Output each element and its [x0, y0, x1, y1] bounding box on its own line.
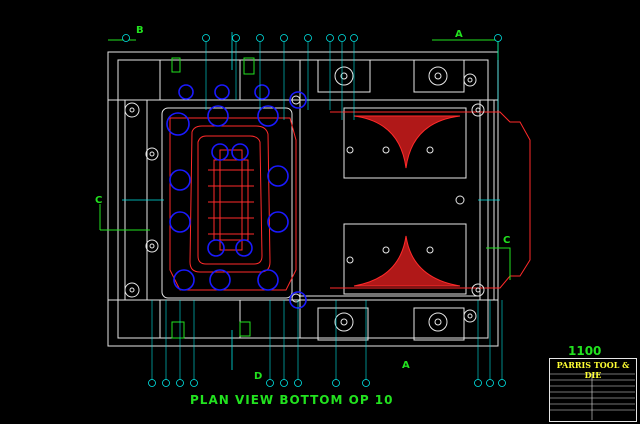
centerline-marks [122, 32, 500, 370]
part-number: 1100 [568, 344, 602, 358]
mounting-holes [124, 66, 485, 332]
section-label-top-left: B [136, 25, 144, 36]
trim-hatch-lower [353, 235, 461, 287]
title-block-company: PARRIS TOOL & DIE [556, 360, 630, 380]
callout-balloons [122, 34, 506, 387]
trim-hatch-upper [353, 115, 461, 169]
title-block-lines [549, 373, 635, 420]
leader-lines [151, 42, 503, 380]
section-label-right: C [503, 235, 510, 246]
section-label-top-right: A [455, 29, 463, 40]
section-label-left: C [95, 195, 102, 206]
bolt-circles [166, 84, 307, 309]
title-block [549, 358, 637, 422]
die-outline [107, 51, 499, 347]
green-features [99, 39, 511, 339]
part-profile [169, 111, 531, 291]
section-label-bottom-right: A [402, 360, 410, 371]
section-label-bottom-left: D [254, 371, 262, 382]
drawing-title: PLAN VIEW BOTTOM OP 10 [190, 393, 394, 407]
